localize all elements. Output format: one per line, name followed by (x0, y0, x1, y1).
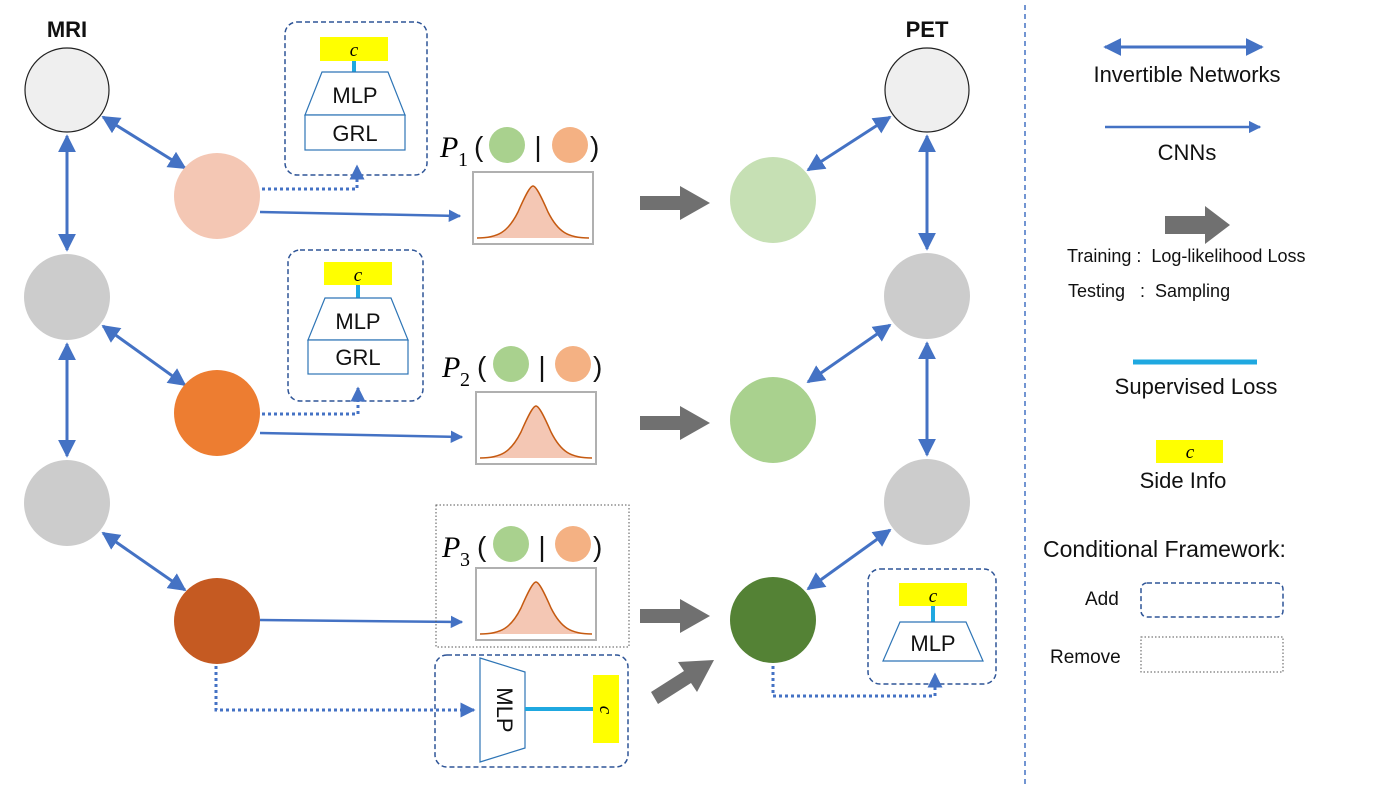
dist-3-sub: 3 (460, 549, 470, 571)
side-info-c-3: c (595, 706, 616, 715)
dist-3-green-circle (493, 526, 529, 562)
legend-cnns-text: CNNs (1158, 140, 1217, 165)
dist-3-bar: | (538, 531, 545, 562)
side-info-box-4 (899, 583, 967, 606)
mlp-label-2: MLP (335, 309, 380, 334)
pet-diag-arrow-3 (806, 528, 892, 591)
dotted-link-4 (771, 666, 943, 698)
pet-node-top (884, 47, 970, 133)
cnn-arrow-1 (259, 209, 462, 223)
gray-arrow-4 (651, 660, 714, 704)
legend-training-text: Training : Log-likelihood Loss (1067, 246, 1305, 266)
dist-1-close: ) (590, 131, 599, 162)
dist-2-p: P (441, 351, 460, 384)
conditional-block-4: c MLP (867, 568, 997, 685)
dist-2-green-circle (493, 346, 529, 382)
pet-node-bottom (884, 459, 970, 545)
legend-gray-arrow (1165, 206, 1230, 244)
dotted-link-1 (262, 164, 365, 191)
side-info-c-2: c (354, 265, 363, 286)
side-info-box-1 (320, 37, 388, 61)
dist-1-p: P (439, 131, 458, 164)
legend-add-box (1140, 582, 1284, 618)
pet-diag-arrow-2 (806, 323, 892, 384)
pet-node-middle (884, 253, 970, 339)
mri-node-bottom (24, 460, 110, 546)
dist-2-sub: 2 (460, 369, 470, 391)
pet-diag-arrow-1 (806, 115, 892, 172)
gray-block-arrows (640, 186, 714, 704)
mri-node-top (24, 47, 110, 133)
mri-diag-arrow-1 (101, 115, 187, 170)
grl-box-2 (307, 339, 409, 375)
dist-2-open: ( (477, 351, 487, 382)
pet-label: PET (906, 17, 949, 42)
mlp-label-3: MLP (492, 687, 517, 732)
mri-diag-arrow-2 (101, 324, 187, 387)
legend-side-info-c: c (1186, 442, 1195, 463)
pet-latent-node-3 (730, 577, 816, 663)
latent-node-1 (174, 153, 260, 239)
pet-latent-node-1 (730, 157, 816, 243)
grl-label-2: GRL (335, 345, 380, 370)
mlp-trapezoid-4 (882, 621, 984, 662)
legend-remove-box (1140, 636, 1284, 673)
legend-conditional-title: Conditional Framework: (1043, 536, 1286, 562)
dist-3-open: ( (477, 531, 487, 562)
dist-3-close: ) (593, 531, 602, 562)
gray-arrow-1 (640, 186, 710, 220)
mri-diag-arrow-3 (101, 531, 187, 592)
mlp-label-1: MLP (332, 83, 377, 108)
side-info-c-1: c (350, 40, 359, 61)
pet-latent-node-2 (730, 377, 816, 463)
dist-2-close: ) (593, 351, 602, 382)
side-info-c-4: c (929, 586, 938, 607)
latent-node-2 (174, 370, 260, 456)
conditional-block-2: c MLP GRL (287, 249, 424, 402)
dist-1-sub: 1 (458, 149, 468, 171)
grl-label-1: GRL (332, 121, 377, 146)
mlp-trapezoid-3 (479, 657, 526, 763)
dist-3-orange-circle (555, 526, 591, 562)
dotted-link-2 (262, 386, 366, 416)
legend-remove-text: Remove (1050, 647, 1121, 668)
side-info-box-2 (324, 262, 392, 285)
distribution-3: P 3 ( | ) (435, 504, 630, 648)
legend-testing-text: Testing : Sampling (1068, 281, 1230, 301)
cnn-arrow-2 (259, 430, 464, 444)
mri-label: MRI (47, 17, 87, 42)
legend-supervised-text: Supervised Loss (1115, 374, 1278, 399)
mri-node-middle (24, 254, 110, 340)
dist-1-orange-circle (552, 127, 588, 163)
dist-1-green-circle (489, 127, 525, 163)
gray-arrow-3 (640, 599, 710, 633)
dist-2-bar: | (538, 351, 545, 382)
conditional-block-3: MLP c (434, 654, 629, 768)
distribution-2: P 2 ( | ) (441, 346, 602, 465)
distribution-1: P 1 ( | ) (439, 127, 599, 245)
latent-node-3 (174, 578, 260, 664)
legend: Invertible Networks CNNs Training : Log-… (1043, 38, 1305, 673)
dist-2-orange-circle (555, 346, 591, 382)
mlp-label-4: MLP (910, 631, 955, 656)
grl-box-1 (304, 114, 406, 151)
cnn-arrow-3 (259, 615, 464, 629)
dist-1-open: ( (474, 131, 484, 162)
legend-invertible-text: Invertible Networks (1093, 62, 1280, 87)
dist-1-bar: | (534, 131, 541, 162)
legend-add-text: Add (1085, 589, 1119, 610)
dotted-link-3 (214, 666, 476, 718)
dist-3-p: P (441, 531, 460, 564)
gray-arrow-2 (640, 406, 710, 440)
conditional-block-1: c MLP GRL (284, 21, 428, 176)
side-info-box-3 (593, 675, 619, 743)
legend-side-info-text: Side Info (1140, 468, 1227, 493)
legend-side-info-box (1156, 440, 1223, 463)
dist-3-remove-frame (435, 504, 630, 648)
